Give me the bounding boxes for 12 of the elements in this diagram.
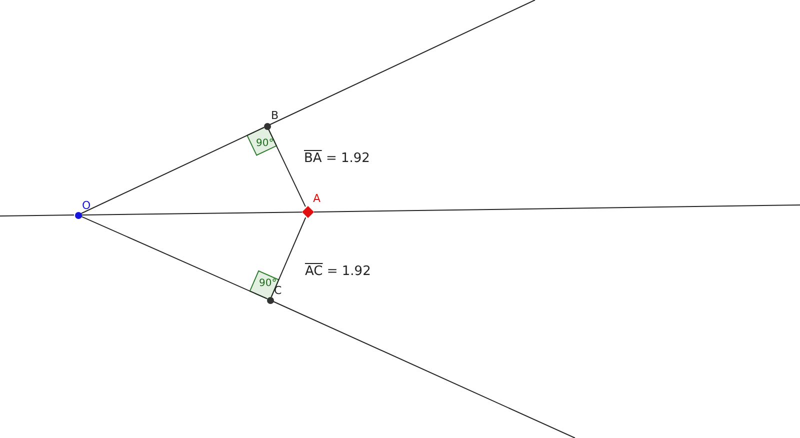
line-segment [270,217,306,298]
line-segment [81,212,302,216]
angle-label: 90° [259,278,277,289]
angle-label: 90° [256,138,274,149]
line-segment [80,127,264,214]
line-segment [268,128,306,208]
length-label: AC = 1.92 [305,264,371,280]
point-label: O [82,200,91,212]
line-segment [80,216,268,300]
point-label: B [271,110,279,122]
point-label: A [313,193,321,205]
length-label: BA = 1.92 [304,151,370,167]
